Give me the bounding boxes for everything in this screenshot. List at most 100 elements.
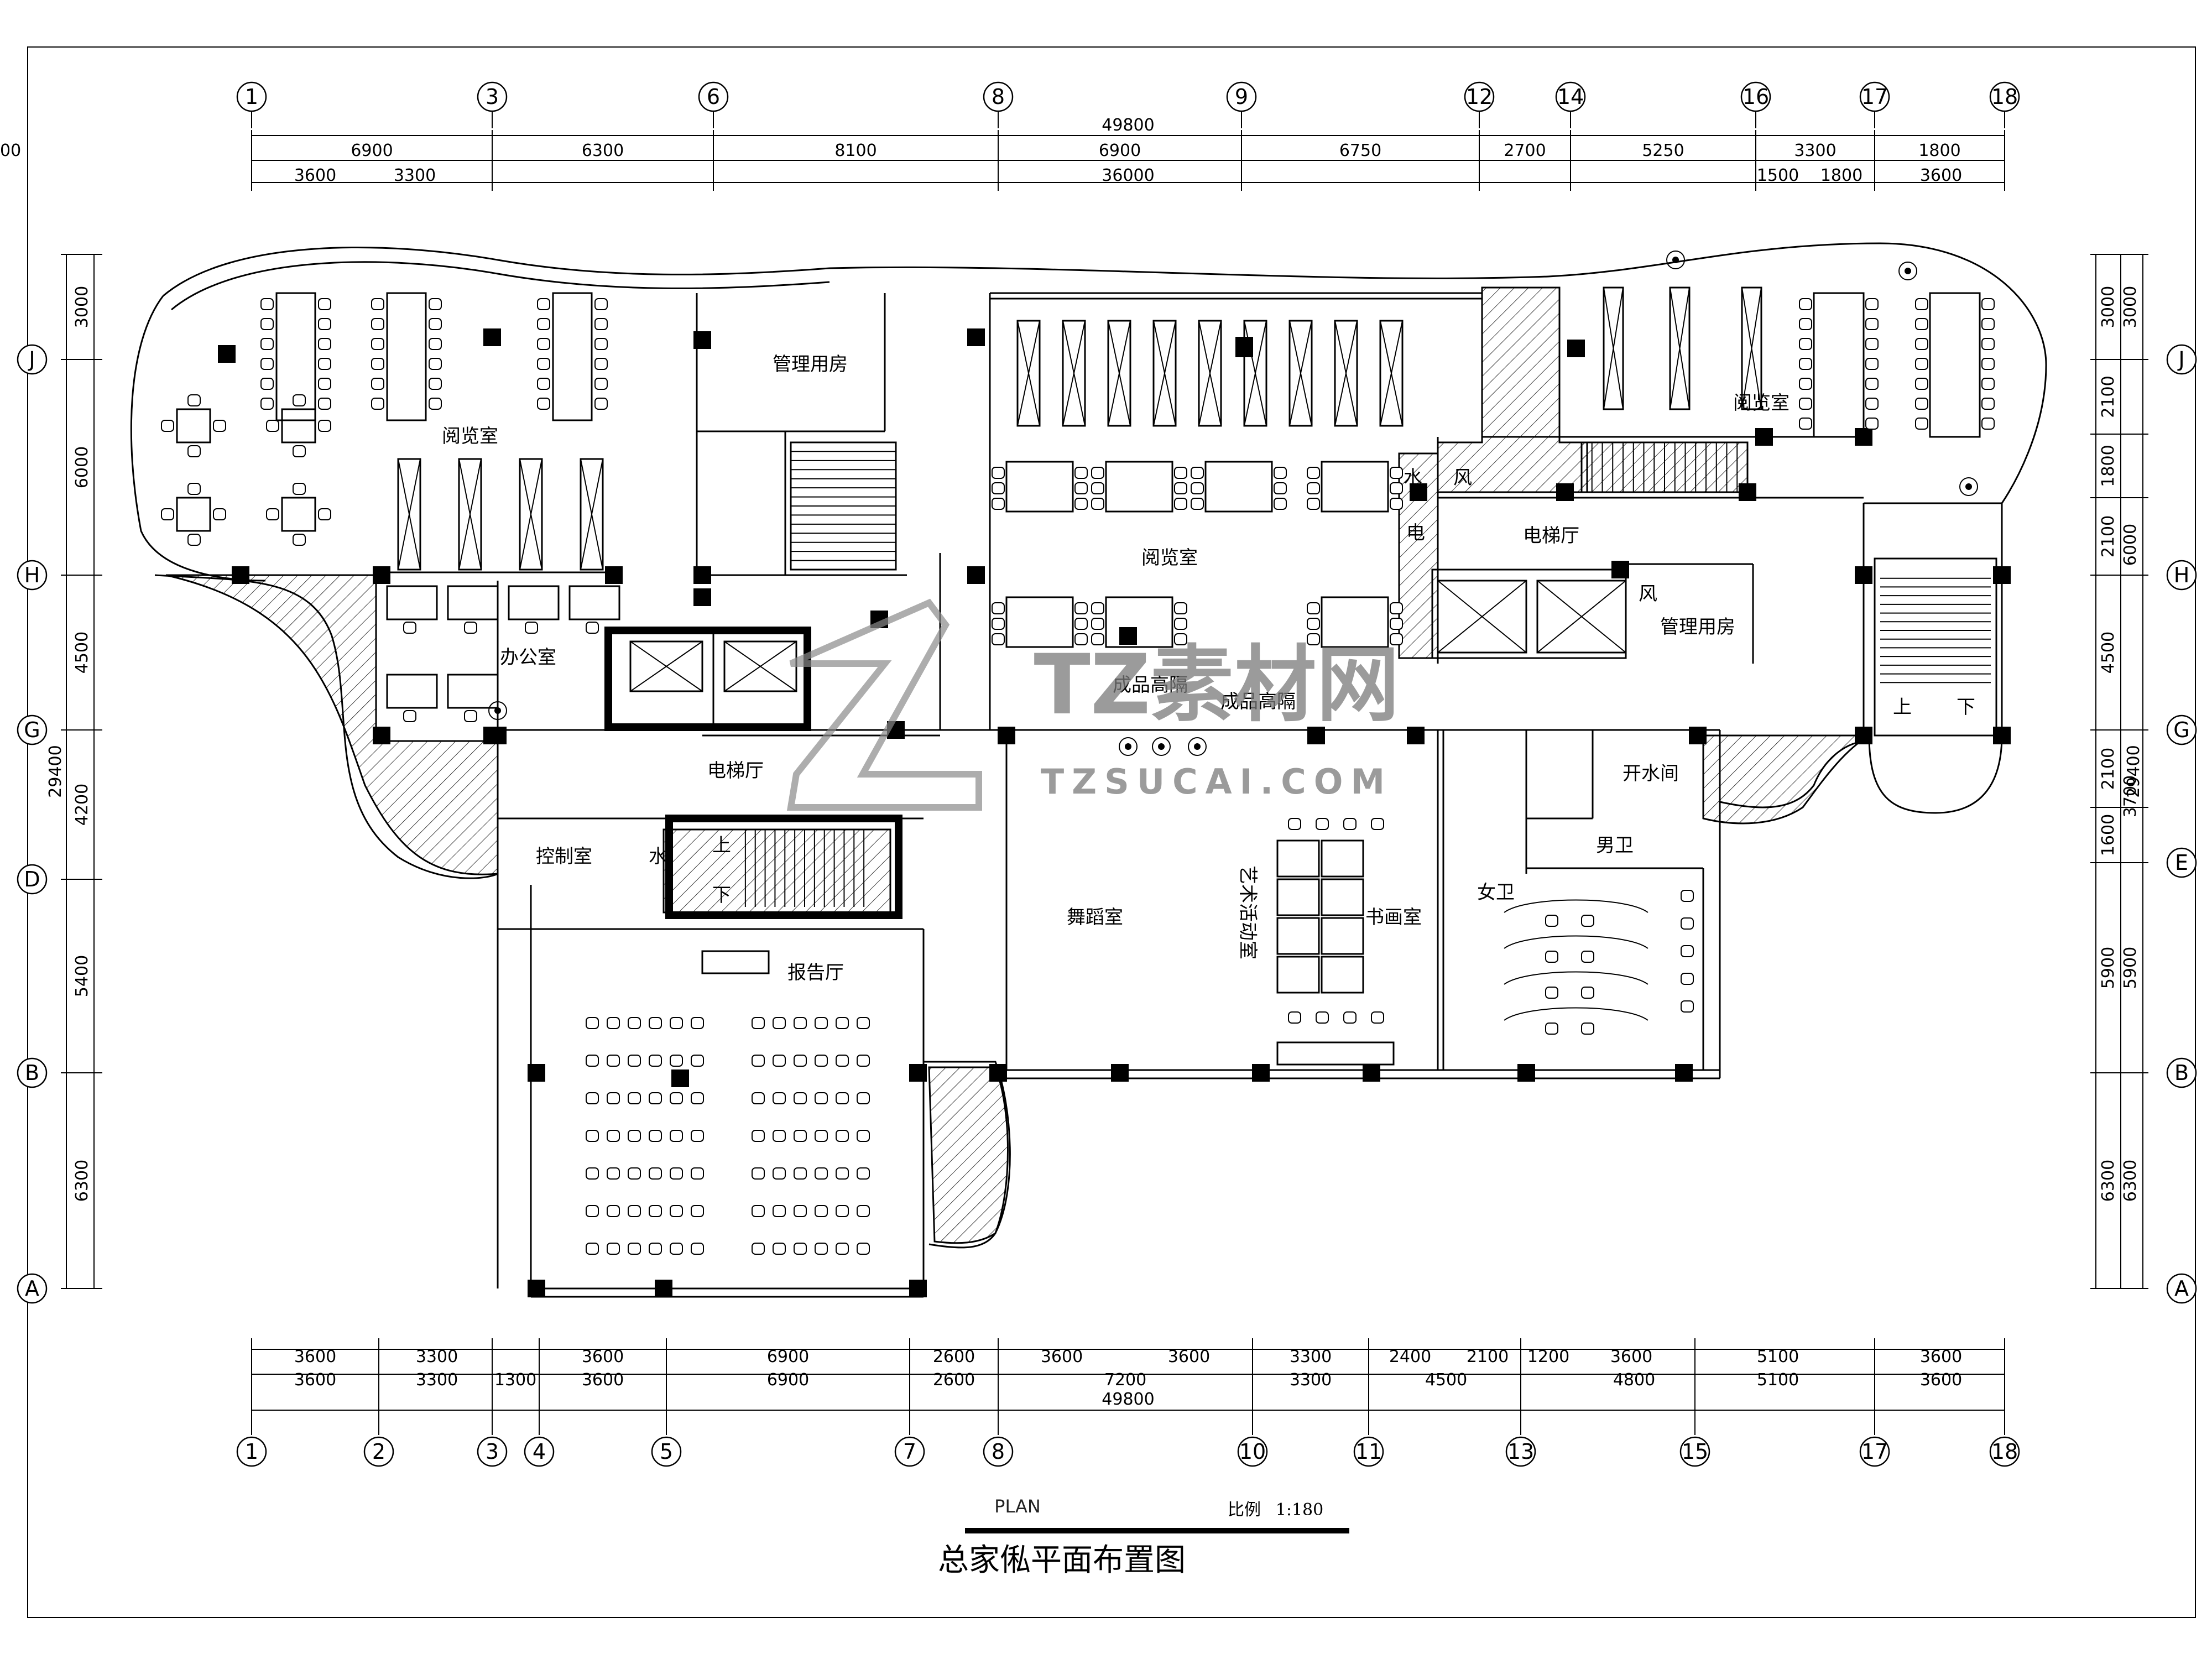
stair-up-w: 上 (712, 834, 731, 857)
bookshelf (1669, 286, 1691, 410)
toilet-stall (1504, 935, 1648, 949)
top-dim-row2: 1800 (1820, 166, 1863, 185)
left-axis-A: A (25, 1276, 39, 1301)
label-wind-c: 风 (1453, 467, 1472, 489)
label-reading-ne: 阅览室 (1733, 392, 1790, 414)
bottom-dim-row1: 3600 (1610, 1347, 1652, 1366)
chair (403, 710, 416, 722)
bookshelf (519, 458, 543, 571)
urinal (1681, 917, 1694, 930)
chair (586, 1167, 599, 1180)
column (693, 331, 711, 349)
right-dim-inner: 6300 (2121, 1160, 2140, 1202)
chair (318, 298, 331, 310)
hatched-zones (165, 286, 1872, 1244)
chair (752, 1017, 765, 1029)
scale-label: 比例 (1228, 1500, 1261, 1520)
art-table (1321, 878, 1364, 916)
chair (649, 1017, 662, 1029)
bottom-axis-13-circle (1505, 1436, 1536, 1467)
chair (1091, 633, 1104, 645)
chair (318, 398, 331, 410)
bottom-dim-row1: 3600 (582, 1347, 624, 1366)
chair (670, 1017, 683, 1029)
chair (752, 1055, 765, 1067)
scale-value: 1:180 (1276, 1500, 1323, 1520)
label-office: 办公室 (500, 646, 556, 669)
chair (187, 534, 201, 546)
chair (429, 358, 442, 370)
chair (815, 1055, 828, 1067)
right-axis-A: A (2174, 1276, 2189, 1301)
bottom-axis-4: 4 (533, 1439, 546, 1464)
urinal (1681, 973, 1694, 985)
chair (1390, 633, 1403, 645)
label-reading-center: 阅览室 (1141, 547, 1198, 569)
label-control-room: 控制室 (536, 846, 592, 868)
bottom-axis-17-circle (1859, 1436, 1890, 1467)
top-total-dim: 49800 (1102, 116, 1154, 135)
chair (773, 1017, 786, 1029)
chair (857, 1243, 870, 1255)
chair (670, 1205, 683, 1217)
chair (1390, 498, 1403, 510)
label-men-wc: 男卫 (1596, 834, 1634, 857)
bottom-dim-row1: 2600 (933, 1347, 975, 1366)
chair (161, 508, 174, 520)
top-axis-17-circle (1859, 81, 1890, 112)
office-desk (508, 585, 560, 620)
top-axis-14-circle (1555, 81, 1586, 112)
structural-columns (218, 328, 2011, 1297)
top-axis-3-circle (477, 81, 508, 112)
bookshelf (1334, 320, 1358, 427)
chair (464, 710, 477, 722)
left-axis-H-circle (17, 560, 48, 591)
right-dim-outer: 5900 (2099, 947, 2118, 989)
bookshelf (1152, 320, 1177, 427)
reading-table (176, 408, 211, 444)
chair (691, 1130, 704, 1142)
right-dim-inner: 5900 (2121, 947, 2140, 989)
chair (1981, 418, 1995, 430)
chair (1074, 602, 1088, 614)
toilet-stall (1504, 971, 1648, 985)
chair (836, 1055, 849, 1067)
watermark-text: TZ素材网 (1034, 637, 1399, 733)
top-dim-row2: 3600 (1920, 166, 1962, 185)
column (1739, 483, 1756, 501)
bottom-axis-2-circle (363, 1436, 394, 1467)
chair (1371, 1011, 1384, 1024)
chair (628, 1092, 641, 1104)
bottom-dim-row1: 2100 (1467, 1347, 1509, 1366)
chair (1191, 482, 1204, 494)
column (1675, 1064, 1693, 1082)
bottom-dim-row1: 1200 (1527, 1347, 1569, 1366)
chair (1371, 818, 1384, 830)
chair (794, 1205, 807, 1217)
stair-down-w: 下 (712, 884, 731, 906)
chair (1799, 418, 1812, 430)
chair (649, 1055, 662, 1067)
toilet (1581, 987, 1594, 999)
chair (293, 534, 306, 546)
chair (649, 1092, 662, 1104)
chair (318, 358, 331, 370)
chair (607, 1130, 620, 1142)
chair (752, 1243, 765, 1255)
reading-table (281, 408, 316, 444)
chair (371, 338, 384, 350)
chair (815, 1017, 828, 1029)
toilet (1581, 915, 1594, 927)
chair (836, 1017, 849, 1029)
chair (260, 298, 274, 310)
left-dim-seg: 5400 (72, 955, 92, 997)
chair (1799, 398, 1812, 410)
plant-icon (1152, 737, 1171, 756)
chair (1174, 482, 1187, 494)
bottom-dim-row2: 4800 (1613, 1370, 1655, 1390)
right-dim-outer: 1600 (2099, 814, 2118, 856)
chair (586, 1055, 599, 1067)
chair (628, 1055, 641, 1067)
top-axis-12-circle (1464, 81, 1495, 112)
